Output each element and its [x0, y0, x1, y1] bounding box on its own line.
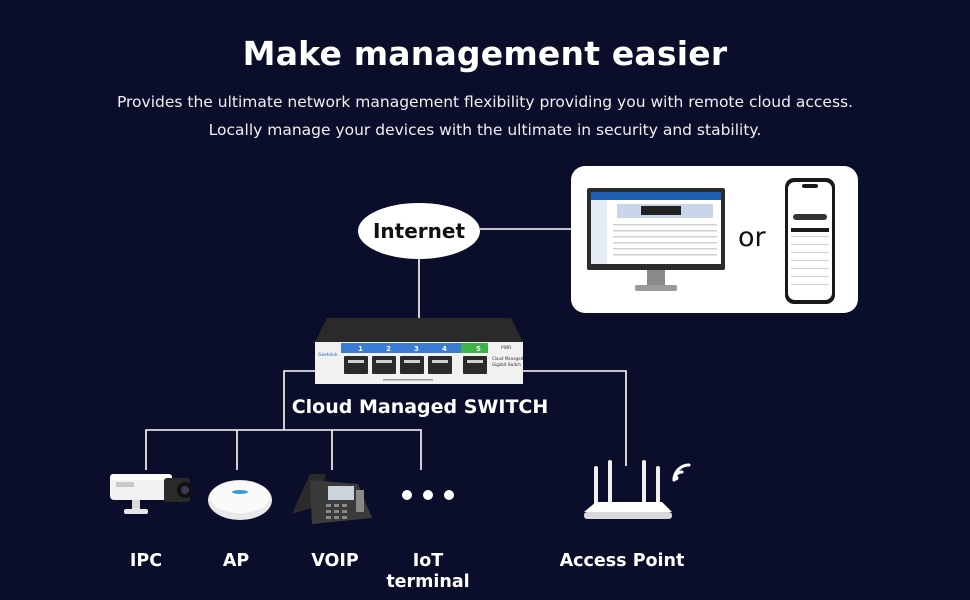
voip-phone-icon	[292, 474, 372, 524]
port-number-3: 3	[414, 345, 419, 353]
port-number-4: 4	[442, 345, 447, 353]
ip-camera-icon	[110, 474, 193, 514]
device-label-access-point: Access Point	[559, 551, 685, 571]
switch-port	[400, 356, 424, 374]
device-label-iot: IoT terminal	[380, 551, 476, 593]
device-label-iot-line-2: terminal	[386, 572, 470, 592]
port-number-5: 5	[476, 345, 481, 353]
port-number-1: 1	[358, 345, 363, 353]
cloud-switch-icon: 1 2 3 4 5 Geeklink PWR Cloud Managed Gig…	[315, 318, 524, 384]
device-branch-line	[145, 429, 422, 470]
switch-model-line-2: Gigabit Switch	[492, 362, 521, 367]
page-title: Make management easier	[242, 34, 728, 73]
internet-bubble: Internet	[358, 203, 480, 259]
switch-brand: Geeklink	[318, 352, 338, 358]
switch-port	[463, 356, 487, 374]
port-number-2: 2	[386, 345, 391, 353]
ceiling-access-point-icon	[208, 480, 272, 520]
switch-label: Cloud Managed SWITCH	[291, 396, 549, 418]
subtitle-line-2: Locally manage your devices with the ult…	[208, 121, 762, 139]
subtitle-line-1: Provides the ultimate network management…	[116, 93, 854, 111]
cloud-access-panel: or	[571, 166, 858, 313]
device-label-iot-line-1: IoT	[412, 551, 444, 571]
switch-to-branch-line	[283, 370, 320, 430]
switch-port	[428, 356, 452, 374]
more-dots-icon	[402, 490, 454, 500]
wifi-router-icon	[584, 460, 691, 519]
desktop-monitor-icon	[587, 188, 725, 291]
switch-port	[344, 356, 368, 374]
switch-port	[372, 356, 396, 374]
switch-to-access-point-line	[522, 370, 627, 466]
device-label-ap: AP	[222, 551, 250, 571]
device-label-voip: VOIP	[311, 551, 359, 571]
power-label: PWR	[501, 345, 511, 351]
device-label-ipc: IPC	[129, 551, 163, 571]
smartphone-icon	[785, 178, 835, 304]
or-separator: or	[738, 222, 766, 253]
switch-model-line-1: Cloud Managed	[492, 356, 524, 361]
